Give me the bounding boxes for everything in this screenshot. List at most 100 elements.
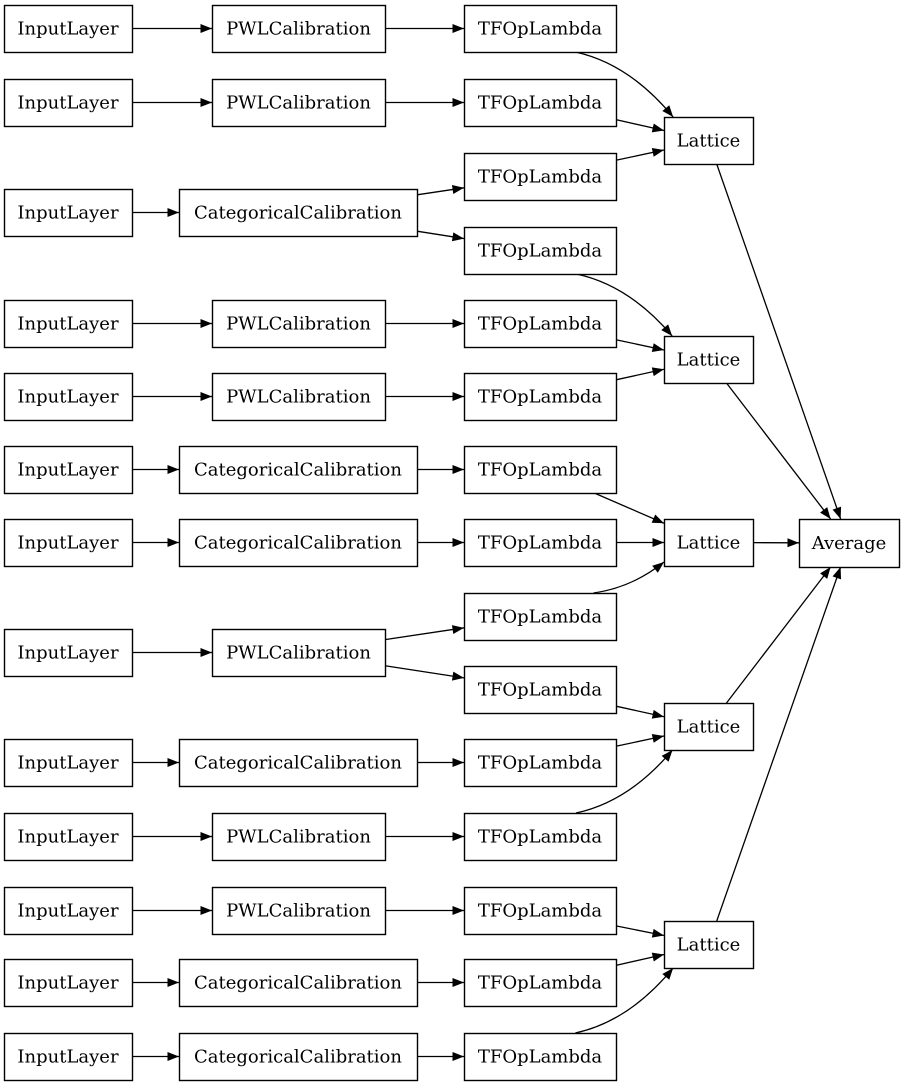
tf-op-lambda-label: TFOpLambda	[478, 460, 603, 481]
average-label: Average	[811, 533, 887, 554]
pwl-calibration-label: PWLCalibration	[226, 387, 371, 408]
node-cal3: CategoricalCalibration	[178, 188, 419, 238]
node-cal9: CategoricalCalibration	[178, 738, 419, 788]
tf-op-lambda-box	[463, 1032, 618, 1082]
edge-lat2-avg	[725, 382, 832, 520]
input-layer-box	[3, 518, 134, 568]
tf-op-lambda-box	[463, 78, 618, 128]
lattice-box	[663, 116, 755, 166]
node-tf3: TFOpLambda	[463, 152, 618, 202]
categorical-calibration-label: CategoricalCalibration	[194, 1047, 402, 1068]
node-tf11: TFOpLambda	[463, 738, 618, 788]
input-layer-box	[3, 738, 134, 788]
categorical-calibration-box	[178, 958, 419, 1008]
edge-tf11-lat4	[615, 734, 665, 747]
tf-op-lambda-box	[463, 738, 618, 788]
input-layer-label: InputLayer	[17, 643, 119, 664]
node-il12: InputLayer	[3, 958, 134, 1008]
node-lat3: Lattice	[663, 518, 755, 568]
node-il9: InputLayer	[3, 738, 134, 788]
tf-op-lambda-box	[463, 445, 618, 495]
categorical-calibration-box	[178, 188, 419, 238]
node-lat2: Lattice	[663, 335, 755, 385]
node-tf8: TFOpLambda	[463, 518, 618, 568]
lattice-label: Lattice	[677, 131, 741, 152]
node-tf2: TFOpLambda	[463, 78, 618, 128]
node-cal6: CategoricalCalibration	[178, 445, 419, 495]
node-lat5: Lattice	[663, 920, 755, 970]
pwl-calibration-label: PWLCalibration	[226, 314, 371, 335]
node-cal12: CategoricalCalibration	[178, 958, 419, 1008]
pwl-calibration-box	[211, 886, 387, 936]
node-il1: InputLayer	[3, 4, 134, 54]
nodes-layer: InputLayerInputLayerInputLayerInputLayer…	[3, 4, 901, 1082]
edges-layer	[132, 24, 842, 1061]
node-cal2: PWLCalibration	[211, 78, 387, 128]
tf-op-lambda-label: TFOpLambda	[478, 753, 603, 774]
node-lat4: Lattice	[663, 702, 755, 752]
node-tf1: TFOpLambda	[463, 4, 618, 54]
tf-op-lambda-box	[463, 958, 618, 1008]
categorical-calibration-box	[178, 445, 419, 495]
categorical-calibration-box	[178, 1032, 419, 1082]
edge-tf12-lat4	[575, 749, 673, 814]
input-layer-label: InputLayer	[17, 19, 119, 40]
node-lat1: Lattice	[663, 116, 755, 166]
categorical-calibration-label: CategoricalCalibration	[194, 973, 402, 994]
tf-op-lambda-label: TFOpLambda	[478, 973, 603, 994]
node-il8: InputLayer	[3, 628, 134, 678]
lattice-label: Lattice	[677, 935, 741, 956]
node-il5: InputLayer	[3, 372, 134, 422]
lattice-box	[663, 335, 755, 385]
edge-tf14-lat5	[615, 952, 665, 966]
node-cal5: PWLCalibration	[211, 372, 387, 422]
edge-cal3-tf4	[416, 230, 465, 242]
node-tf7: TFOpLambda	[463, 445, 618, 495]
tf-op-lambda-label: TFOpLambda	[478, 533, 603, 554]
node-tf5: TFOpLambda	[463, 299, 618, 349]
pwl-calibration-label: PWLCalibration	[226, 827, 371, 848]
node-cal1: PWLCalibration	[211, 4, 387, 54]
tf-op-lambda-box	[463, 372, 618, 422]
input-layer-box	[3, 886, 134, 936]
edge-tf15-lat5	[575, 967, 674, 1034]
node-il2: InputLayer	[3, 78, 134, 128]
input-layer-box	[3, 628, 134, 678]
edge-tf4-lat2	[576, 273, 673, 337]
edge-lat5-avg	[716, 566, 842, 922]
node-tf4: TFOpLambda	[463, 226, 618, 276]
edge-cal3-tf3	[416, 185, 465, 196]
input-layer-box	[3, 188, 134, 238]
tf-op-lambda-label: TFOpLambda	[478, 1047, 603, 1068]
lattice-label: Lattice	[677, 350, 741, 371]
input-layer-box	[3, 445, 134, 495]
tf-op-lambda-box	[463, 518, 618, 568]
input-layer-label: InputLayer	[17, 93, 119, 114]
pwl-calibration-label: PWLCalibration	[226, 19, 371, 40]
pwl-calibration-box	[211, 812, 387, 862]
input-layer-box	[3, 812, 134, 862]
tf-op-lambda-label: TFOpLambda	[478, 680, 603, 701]
node-tf9: TFOpLambda	[463, 592, 618, 642]
average-box	[798, 518, 901, 569]
categorical-calibration-box	[178, 738, 419, 788]
input-layer-box	[3, 4, 134, 54]
node-tf12: TFOpLambda	[463, 812, 618, 862]
node-il4: InputLayer	[3, 299, 134, 349]
input-layer-label: InputLayer	[17, 460, 119, 481]
tf-op-lambda-label: TFOpLambda	[478, 314, 603, 335]
pwl-calibration-box	[211, 78, 387, 128]
tf-op-lambda-label: TFOpLambda	[478, 901, 603, 922]
input-layer-box	[3, 1032, 134, 1082]
pwl-calibration-box	[211, 372, 387, 422]
node-avg: Average	[798, 518, 901, 569]
node-tf10: TFOpLambda	[463, 665, 618, 715]
input-layer-label: InputLayer	[17, 533, 119, 554]
pwl-calibration-box	[211, 4, 387, 54]
node-il13: InputLayer	[3, 1032, 134, 1082]
edge-tf9-lat3	[593, 561, 665, 594]
input-layer-label: InputLayer	[17, 973, 119, 994]
input-layer-box	[3, 78, 134, 128]
node-tf14: TFOpLambda	[463, 958, 618, 1008]
